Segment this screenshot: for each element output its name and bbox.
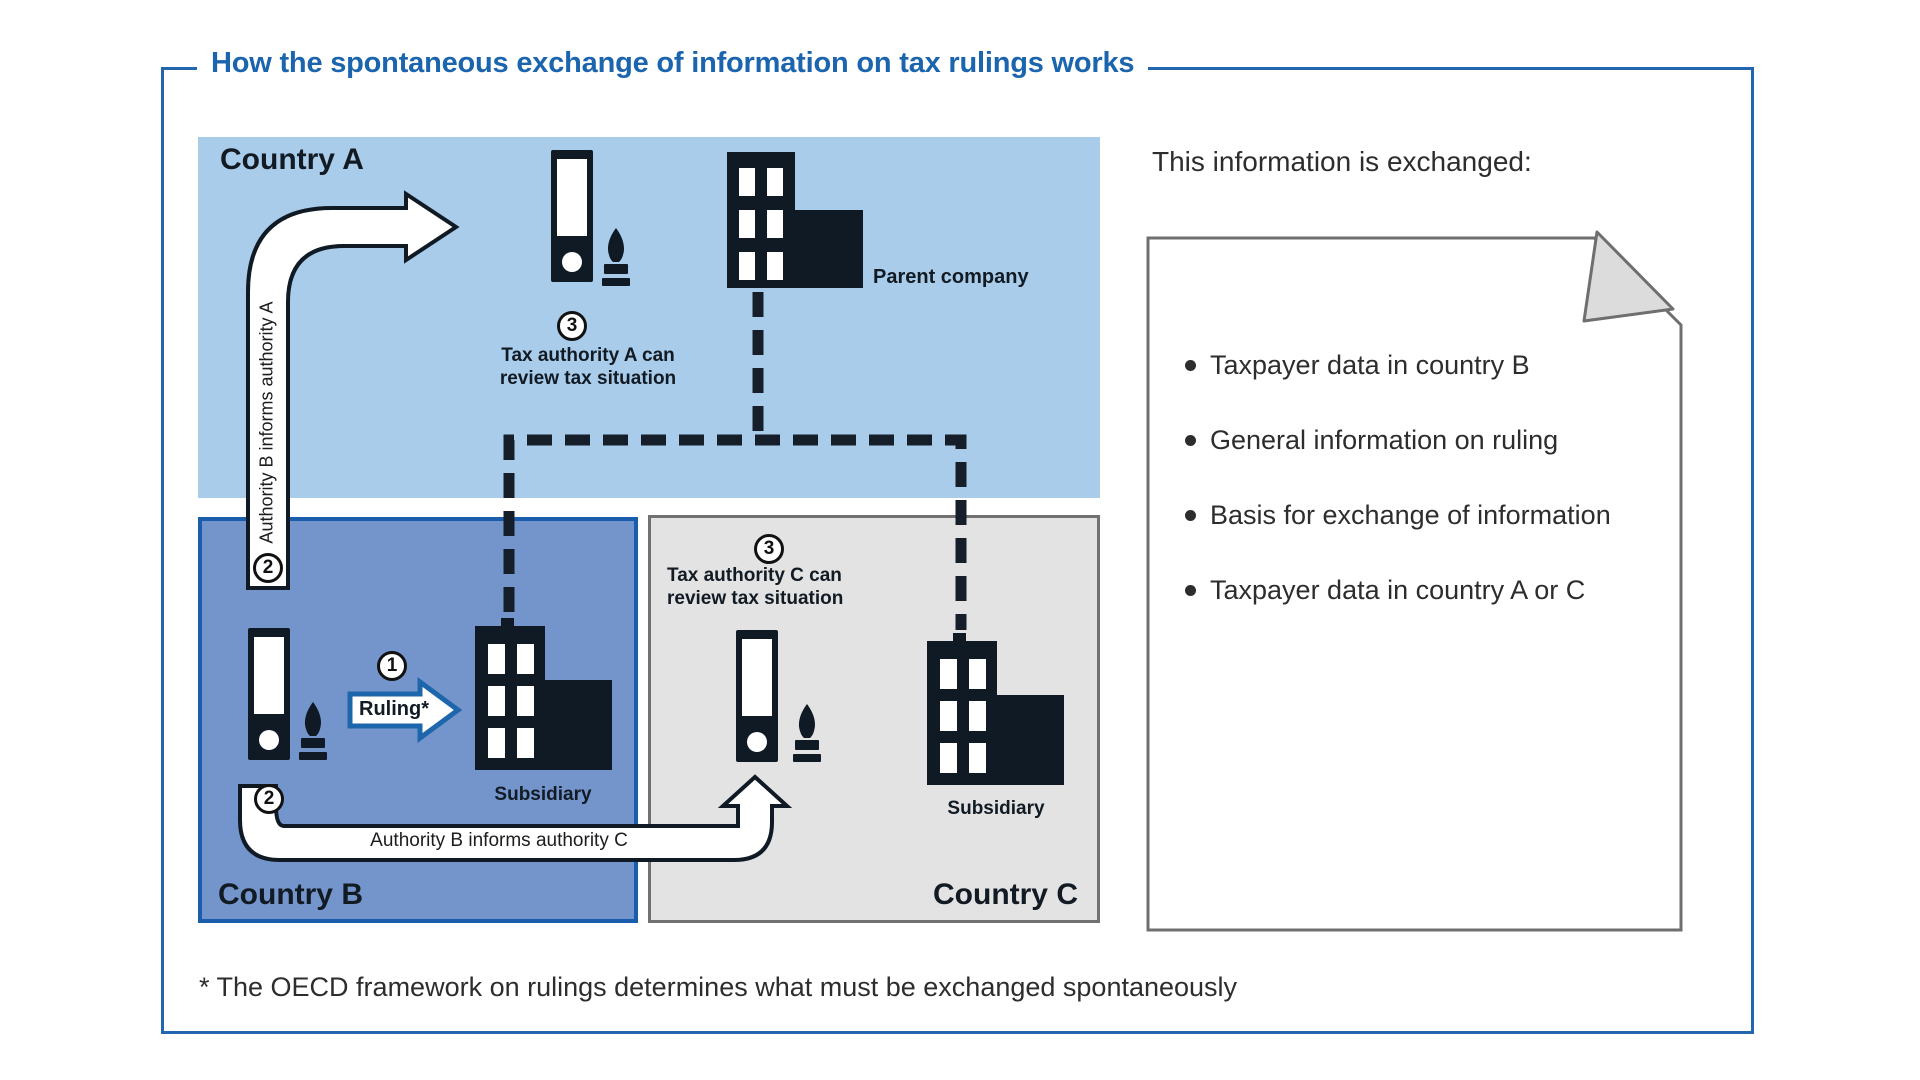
curved-arrow-b-to-c [238, 774, 793, 862]
country-c-label: Country C [933, 878, 1078, 911]
subsidiary-c-label: Subsidiary [947, 798, 1045, 819]
step-badge-review-a: 3 [557, 311, 587, 341]
info-panel-bullet-list: Taxpayer data in country B General infor… [1185, 350, 1665, 650]
info-bullet-text: General information on ruling [1210, 425, 1559, 455]
info-bullet-item: Taxpayer data in country A or C [1185, 575, 1665, 606]
step-badge-ruling: 1 [377, 651, 407, 681]
ruling-arrow [347, 677, 463, 743]
step-badge-inform-a: 2 [253, 553, 283, 583]
tax-authority-a-review-line1: Tax authority A can [501, 345, 675, 366]
document-icon [1146, 230, 1683, 932]
tax-authority-b-stamp-icon [299, 702, 327, 760]
arrow-b-to-a-label: Authority B informs authority A [256, 301, 277, 544]
info-bullet-item: Basis for exchange of information [1185, 500, 1665, 531]
country-a-label: Country A [220, 143, 364, 176]
bullet-dot-icon [1185, 360, 1196, 371]
step-badge-review-c: 3 [754, 534, 784, 564]
subsidiaries-ownership-dashed-connector [503, 434, 967, 630]
curved-arrow-b-to-a [246, 190, 460, 590]
tax-authority-c-review-line1: Tax authority C can [667, 565, 842, 586]
info-bullet-item: Taxpayer data in country B [1185, 350, 1665, 381]
parent-company-building-icon [727, 152, 863, 288]
tax-authority-c-review-line2: review tax situation [667, 588, 844, 609]
bullet-dot-icon [1185, 510, 1196, 521]
tax-authority-a-review-line2: review tax situation [499, 368, 677, 389]
arrow-b-to-c-label: Authority B informs authority C [370, 830, 628, 851]
info-bullet-text: Taxpayer data in country A or C [1210, 575, 1586, 605]
tax-authority-c-binder-icon [736, 630, 778, 762]
tax-authority-a-stamp-icon [602, 228, 630, 286]
tax-authority-c-stamp-icon [793, 704, 821, 762]
footnote-text: * The OECD framework on rulings determin… [199, 972, 1238, 1002]
step-badge-inform-c: 2 [254, 784, 284, 814]
bullet-dot-icon [1185, 435, 1196, 446]
info-bullet-item: General information on ruling [1185, 425, 1665, 456]
parent-company-label: Parent company [873, 266, 1029, 288]
subsidiary-b-label: Subsidiary [494, 784, 592, 805]
info-bullet-text: Basis for exchange of information [1210, 500, 1611, 530]
info-bullet-text: Taxpayer data in country B [1210, 350, 1530, 380]
subsidiary-b-building-icon [475, 618, 612, 770]
info-panel-heading: This information is exchanged: [1152, 146, 1532, 177]
document-folded-corner [1582, 230, 1675, 323]
subsidiary-c-building-icon [927, 633, 1064, 785]
bullet-dot-icon [1185, 585, 1196, 596]
ruling-arrow-label: Ruling* [359, 698, 429, 720]
tax-authority-b-binder-icon [248, 628, 290, 760]
tax-authority-a-review-text: Tax authority A can review tax situation [488, 344, 688, 390]
page-title: How the spontaneous exchange of informat… [197, 47, 1149, 80]
country-b-label: Country B [218, 878, 363, 911]
tax-authority-a-binder-icon [551, 150, 593, 282]
tax-authority-c-review-text: Tax authority C can review tax situation [667, 564, 843, 610]
